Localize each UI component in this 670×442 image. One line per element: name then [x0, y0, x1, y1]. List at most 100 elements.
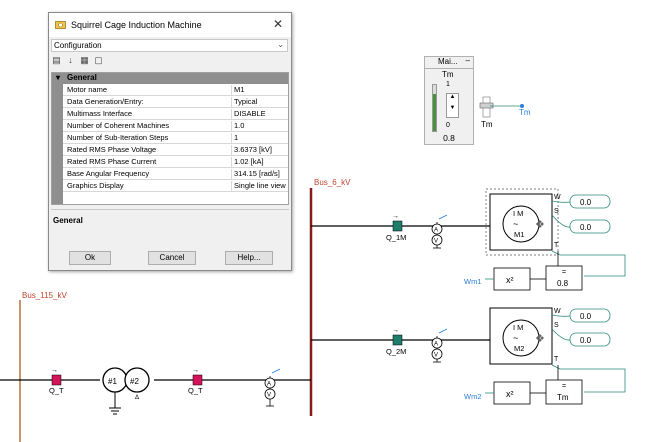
- property-row[interactable]: Rated RMS Phase Current 1.02 [kA]: [63, 156, 288, 168]
- svg-text:x²: x²: [506, 389, 514, 399]
- property-toolbar: ▤ ↓ ▦ ▢: [51, 55, 107, 69]
- help-button[interactable]: Help...: [225, 251, 273, 265]
- properties-dialog: Squirrel Cage Induction Machine ✕ Config…: [48, 12, 292, 271]
- meter-m1[interactable]: A V: [431, 214, 448, 249]
- breaker-q2m-label: Q_2M: [386, 347, 406, 356]
- cancel-button[interactable]: Cancel: [148, 251, 196, 265]
- ok-button[interactable]: Ok: [69, 251, 111, 265]
- svg-text:=: =: [562, 383, 566, 390]
- bus-115kv-label: Bus_115_kV: [22, 291, 67, 300]
- close-icon[interactable]: ✕: [272, 17, 283, 31]
- dialog-title: Squirrel Cage Induction Machine: [71, 20, 202, 30]
- slider-min: 0: [446, 122, 450, 129]
- svg-text:V: V: [434, 239, 438, 245]
- property-value[interactable]: 1: [231, 133, 288, 144]
- svg-text:A: A: [434, 342, 438, 348]
- svg-text:V: V: [267, 393, 271, 399]
- description-title: General: [53, 216, 83, 225]
- svg-text:0.0: 0.0: [580, 336, 592, 345]
- breaker-qt-left[interactable]: [51, 374, 62, 386]
- dialog-titlebar[interactable]: Squirrel Cage Induction Machine ✕: [49, 13, 291, 37]
- motor-m1-icon: [502, 205, 540, 243]
- collapse-icon[interactable]: ▾: [56, 73, 61, 82]
- motor-app-icon: [55, 21, 66, 29]
- breaker-qt-right[interactable]: [192, 374, 203, 386]
- property-name: Data Generation/Entry:: [67, 97, 144, 106]
- m1-speed-output[interactable]: [569, 194, 611, 209]
- svg-text:I M: I M: [513, 209, 523, 218]
- slider-header[interactable]: Mai... –: [425, 56, 473, 69]
- property-value[interactable]: 1.0: [231, 121, 288, 132]
- motor-m2-icon: [502, 319, 540, 357]
- svg-text:→: →: [51, 367, 58, 374]
- breaker-q2m[interactable]: [392, 334, 403, 346]
- svg-text:❖: ❖: [535, 219, 545, 231]
- property-value[interactable]: M1: [231, 85, 288, 96]
- motor-m1-name: M1: [514, 230, 524, 239]
- tm-slider-panel[interactable]: Mai... – Tm 1 ▲▼ 0 0.8: [424, 56, 474, 145]
- breaker-qt-right-label: Q_T: [188, 386, 203, 395]
- svg-text:~: ~: [513, 333, 518, 343]
- property-name: Rated RMS Phase Voltage: [67, 145, 157, 154]
- categorized-icon[interactable]: ▤: [52, 55, 61, 65]
- svg-text:0.0: 0.0: [580, 198, 592, 207]
- category-general[interactable]: ▾ General: [52, 73, 288, 84]
- breaker-q1m[interactable]: [392, 220, 403, 232]
- svg-text:→: →: [192, 367, 199, 374]
- property-value[interactable]: 3.6373 [kV]: [231, 145, 288, 156]
- svg-text:I M: I M: [513, 323, 523, 332]
- slider-unit: Tm: [442, 70, 454, 79]
- property-value[interactable]: Single line view: [231, 181, 288, 192]
- spin-down-icon[interactable]: ▼: [449, 105, 456, 111]
- transformer[interactable]: [102, 367, 150, 393]
- xfmr-winding-1: #1: [108, 377, 117, 386]
- sort-alpha-icon[interactable]: ↓: [68, 55, 73, 65]
- property-name: Multimass Interface: [67, 109, 133, 118]
- svg-text:0.0: 0.0: [580, 312, 592, 321]
- view-selector[interactable]: Configuration ⌄: [51, 39, 288, 52]
- xfmr-winding-2: #2: [130, 377, 139, 386]
- meter-m2[interactable]: A V: [431, 328, 448, 363]
- property-value[interactable]: 1.02 [kA]: [231, 157, 288, 168]
- grid-gutter: [52, 84, 63, 204]
- motor-m2-name: M2: [514, 344, 524, 353]
- svg-text:x²: x²: [506, 275, 514, 285]
- property-row[interactable]: Rated RMS Phase Voltage 3.6373 [kV]: [63, 144, 288, 156]
- m1-gain-value: 0.8: [557, 279, 569, 288]
- document-icon[interactable]: ▢: [94, 55, 103, 65]
- tm-signal-label: Tm: [519, 108, 531, 117]
- motor-m1-group: [485, 188, 559, 256]
- wm1-signal: Wm1: [464, 277, 482, 286]
- property-value[interactable]: DISABLE: [231, 109, 288, 120]
- m1-slip-output[interactable]: [569, 219, 611, 234]
- slider-track[interactable]: [432, 84, 437, 132]
- m2-slip-output[interactable]: [569, 332, 611, 347]
- minimize-icon[interactable]: –: [465, 56, 470, 65]
- svg-text:A: A: [434, 228, 438, 234]
- meter-feeder[interactable]: A V: [264, 368, 281, 407]
- breaker-q1m-label: Q_1M: [386, 233, 406, 242]
- property-pages-icon[interactable]: ▦: [80, 55, 89, 65]
- property-name: Motor name: [67, 85, 108, 94]
- spin-up-icon[interactable]: ▲: [449, 94, 456, 100]
- m2-speed-output[interactable]: [569, 308, 611, 323]
- m1-gain-block[interactable]: [545, 265, 583, 291]
- property-row[interactable]: Motor name M1: [63, 84, 288, 96]
- chevron-down-icon: ⌄: [277, 40, 284, 49]
- slider-spinner[interactable]: ▲▼: [446, 93, 459, 118]
- m2-gain-value: Tm: [557, 393, 569, 402]
- property-value[interactable]: 314.15 [rad/s]: [231, 169, 288, 180]
- svg-text:→: →: [392, 213, 399, 220]
- svg-text:W: W: [554, 194, 561, 201]
- property-value[interactable]: Typical: [231, 97, 288, 108]
- property-row[interactable]: Multimass Interface DISABLE: [63, 108, 288, 120]
- m2-gain-block[interactable]: [545, 379, 583, 405]
- property-row[interactable]: Data Generation/Entry: Typical: [63, 96, 288, 108]
- property-name: Rated RMS Phase Current: [67, 157, 157, 166]
